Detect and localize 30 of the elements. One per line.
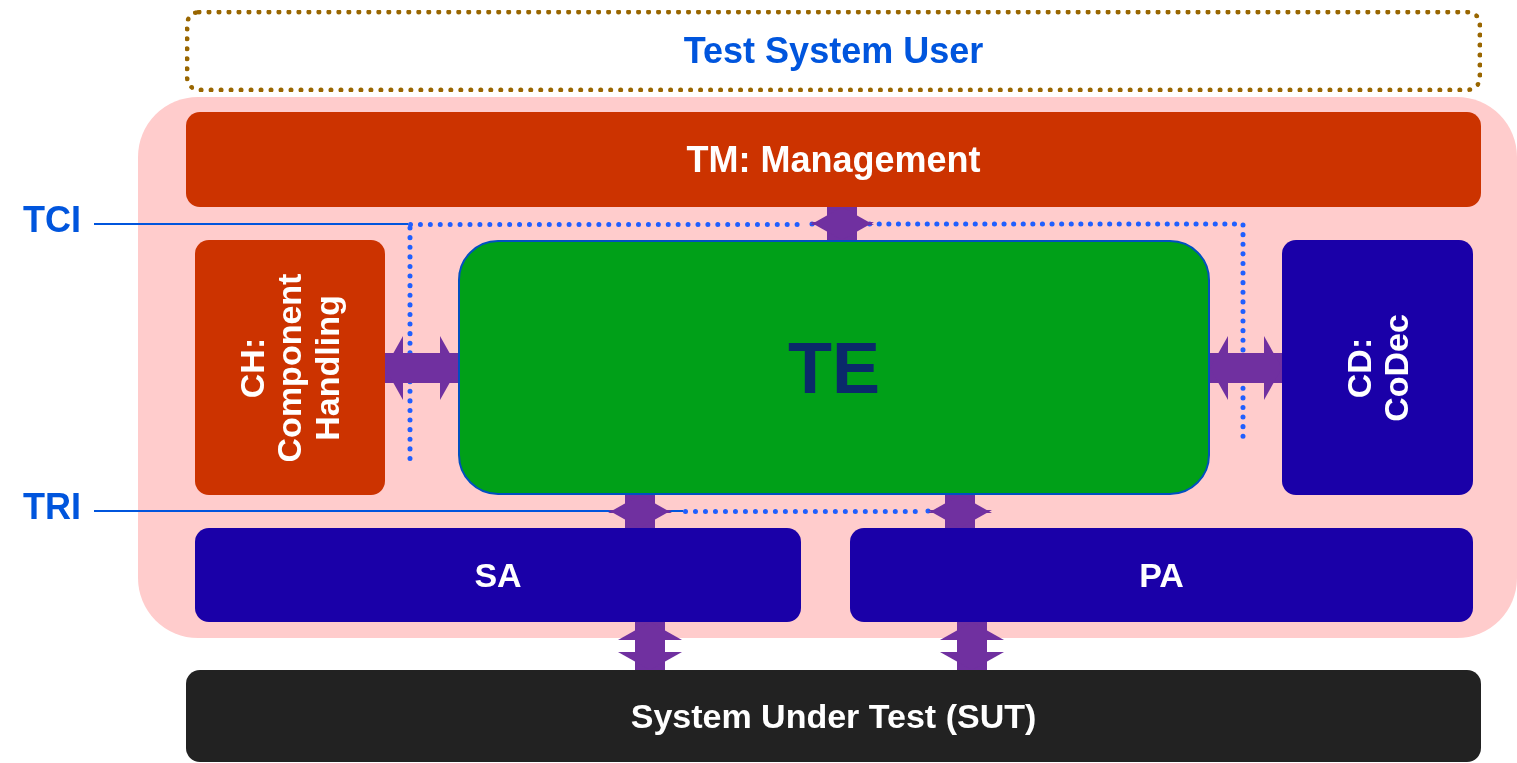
double-arrow	[928, 495, 992, 528]
node-label: TRI	[23, 486, 81, 528]
node-label: System Under Test (SUT)	[630, 696, 1037, 736]
double-arrow	[940, 622, 1004, 670]
double-arrow	[385, 336, 458, 400]
node-label: Test System User	[683, 30, 984, 72]
adapter-box	[195, 528, 801, 622]
interface-boundary-line	[683, 509, 918, 514]
double-arrow	[1210, 336, 1282, 400]
system-box	[186, 670, 1481, 762]
interface-boundary-line	[408, 222, 800, 227]
component-handling-box	[195, 240, 385, 495]
node-label: TCI	[23, 199, 81, 241]
leader-line	[93, 223, 409, 225]
node-label: TE	[788, 326, 880, 409]
double-arrow	[618, 622, 682, 670]
node-label: TM: Management	[686, 138, 981, 181]
leader-line	[93, 510, 684, 512]
node-label: CH: Component Handling	[233, 272, 347, 464]
double-arrow	[608, 495, 672, 528]
double-arrow	[810, 207, 874, 240]
management-box	[186, 112, 1481, 207]
executable-box	[458, 240, 1210, 495]
node-label: CD: CoDec	[1340, 312, 1415, 424]
actor-box	[185, 10, 1482, 92]
codec-box	[1282, 240, 1473, 495]
node-label: SA	[474, 555, 522, 595]
adapter-box	[850, 528, 1473, 622]
node-label: PA	[1139, 555, 1184, 595]
test-system-background	[138, 97, 1517, 638]
